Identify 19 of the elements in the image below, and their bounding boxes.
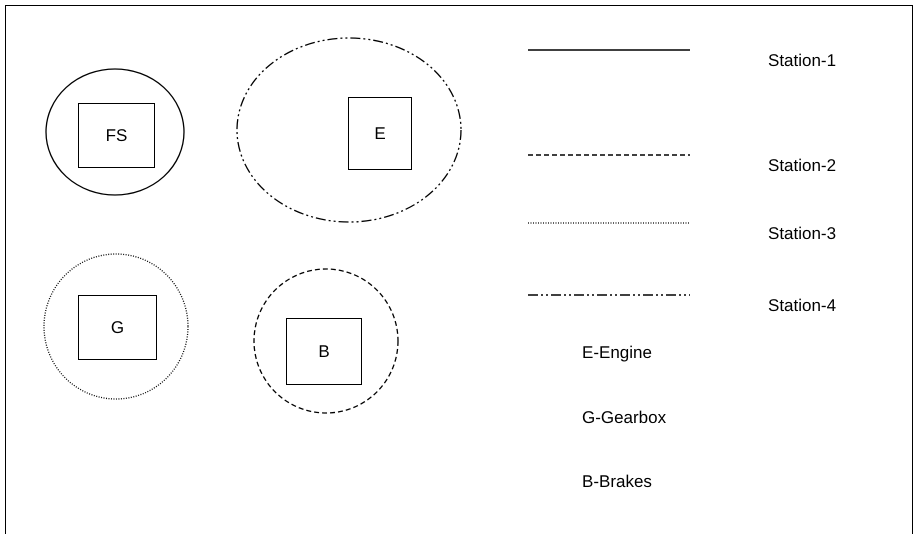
abbreviation-note: G-Gearbox [582, 407, 666, 429]
component-box [348, 97, 412, 170]
station-ellipse [253, 268, 399, 414]
component-label: FS [106, 124, 128, 147]
component-box [78, 295, 157, 360]
legend-text: Station-1 [768, 50, 836, 72]
component-box [78, 103, 155, 168]
legend-text: Station-2 [768, 155, 836, 177]
component-box [286, 318, 362, 385]
abbreviation-note: E-Engine [582, 342, 652, 364]
station-ellipse [45, 68, 185, 196]
station-ellipse [43, 253, 189, 400]
component-label: B [318, 340, 330, 363]
legend-text: Station-3 [768, 223, 836, 245]
component-label: E [374, 122, 386, 145]
component-label: G [110, 316, 124, 339]
legend-text: Station-4 [768, 295, 836, 317]
station-ellipse [236, 37, 462, 223]
abbreviation-note: B-Brakes [582, 471, 652, 493]
